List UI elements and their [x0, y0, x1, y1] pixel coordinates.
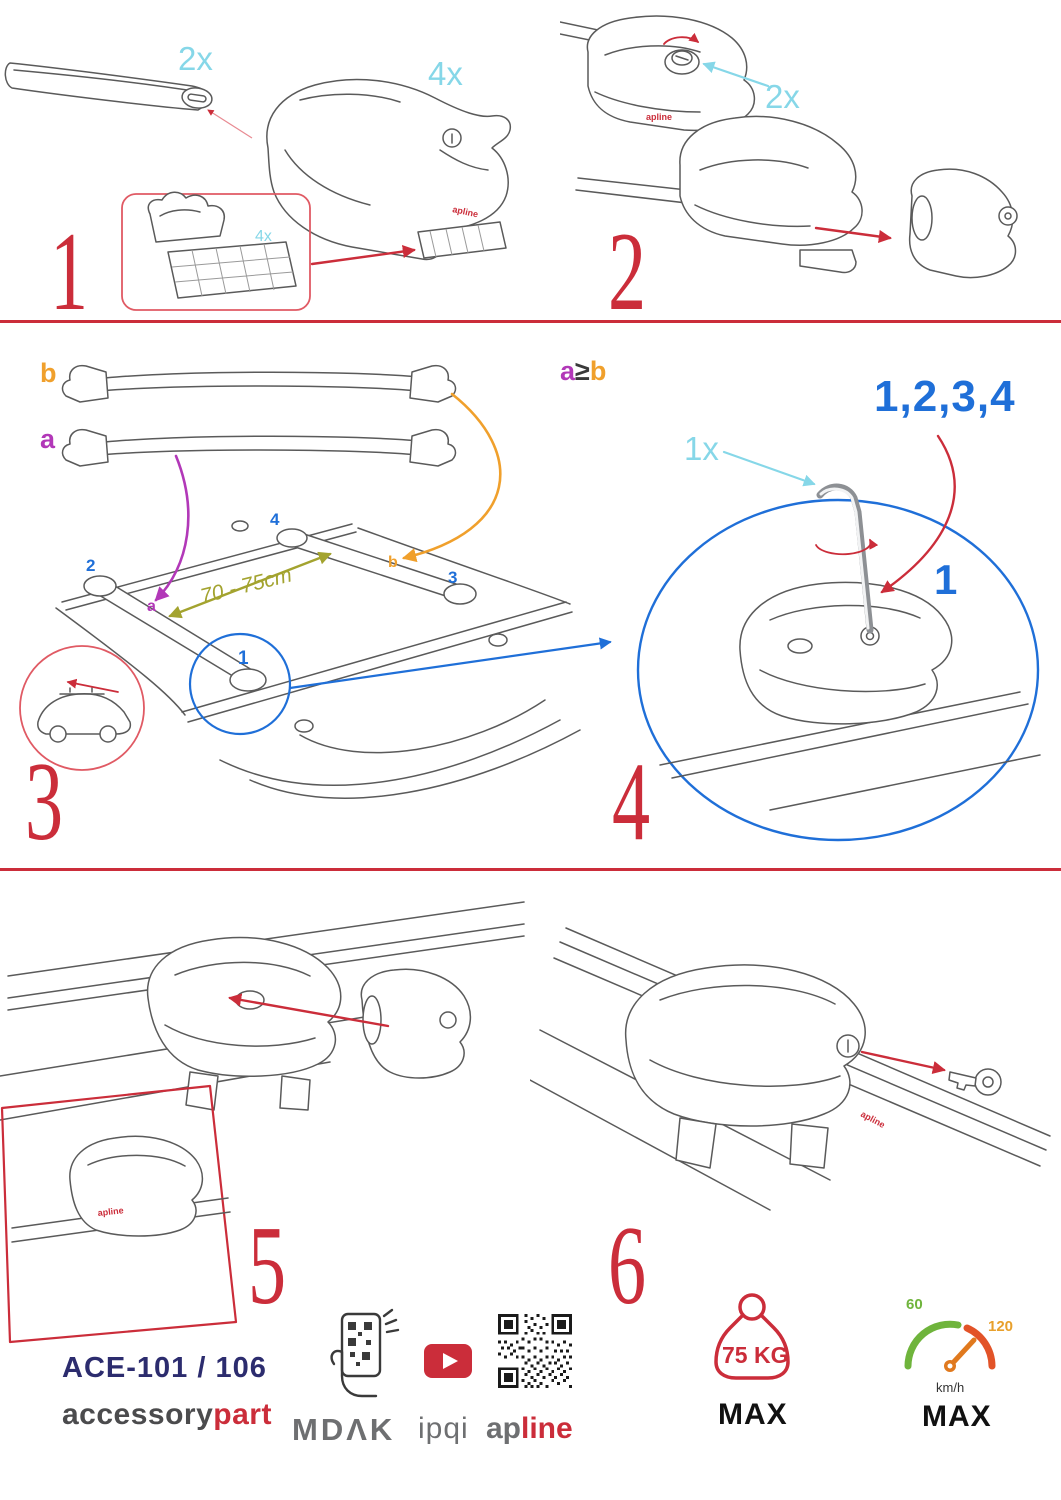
step4-tool-quantity: 1x: [684, 430, 719, 467]
apline-logo: apline: [646, 112, 672, 122]
apline-ap: ap: [486, 1412, 522, 1445]
rule-a: a: [560, 356, 576, 386]
pad-detail-inset: [121, 191, 311, 311]
ipqi-logo: ipqi: [418, 1412, 469, 1445]
step3-bar-a-label: a: [40, 424, 56, 454]
section-divider: [0, 868, 1061, 871]
step6-illustration: apline: [530, 927, 1051, 1211]
step5-illustration: apline: [0, 901, 525, 1344]
rule-b: b: [589, 356, 607, 386]
rule-a-ge-b: a≥b: [560, 356, 606, 387]
step4-number: 4: [612, 740, 651, 864]
step3-bar-b-label: b: [40, 358, 57, 388]
allen-key-illustration: [816, 483, 874, 634]
step4-position-1: 1: [934, 556, 958, 603]
step4-illustration: [636, 434, 1041, 842]
step1-number: 1: [50, 210, 89, 334]
step2-illustration: apline: [560, 15, 1018, 279]
crossbar-illustration: [4, 62, 213, 111]
step3-position-b: b: [388, 554, 398, 571]
step3-number: 3: [25, 740, 64, 864]
apline-line: line: [521, 1412, 573, 1445]
brand-part: part: [213, 1398, 272, 1431]
rule-ge-icon: ≥: [575, 356, 590, 386]
speed-low-label: 60: [906, 1296, 923, 1313]
youtube-icon: [424, 1344, 472, 1378]
brand-accessory: accessory: [62, 1398, 214, 1431]
speed-unit-label: km/h: [936, 1380, 965, 1395]
step3-position-2: 2: [86, 556, 96, 575]
speedometer-icon: [904, 1320, 996, 1372]
foot-illustration: apline: [266, 78, 512, 261]
crossbar-a-illustration: [61, 428, 457, 467]
step1-pad-quantity: 4x: [255, 228, 272, 245]
key-illustration: [948, 1068, 1002, 1096]
mdak-logo: MDΛK: [292, 1412, 396, 1447]
max-weight-label: MAX: [718, 1398, 788, 1431]
max-speed-label: MAX: [922, 1400, 992, 1433]
apline-logo: apline: [859, 1109, 887, 1130]
step2-key-quantity: 2x: [765, 78, 800, 115]
apline-logo: apline: [486, 1412, 573, 1446]
detail-zoom-ellipse: [636, 498, 1040, 842]
qr-code-icon: [498, 1314, 572, 1388]
speed-high-label: 120: [988, 1318, 1014, 1335]
apline-logo: apline: [97, 1205, 124, 1218]
foot-with-key-illustration: apline: [560, 15, 756, 132]
step1-bar-quantity: 2x: [178, 40, 213, 77]
max-weight-value: 75 KG: [722, 1342, 789, 1368]
step2-number: 2: [608, 210, 647, 334]
car-inset: [19, 645, 145, 771]
step5-number: 5: [248, 1204, 287, 1328]
foot-detail-illustration: [659, 581, 1041, 811]
locked-foot-inset: apline: [0, 1084, 238, 1344]
foot-lock-illustration: apline: [624, 964, 887, 1169]
crossbar-b-illustration: [61, 364, 457, 403]
step6-number: 6: [608, 1204, 647, 1328]
step3-position-3: 3: [448, 568, 458, 587]
step3-position-1: 1: [238, 648, 249, 669]
max-weight-icon: [714, 1293, 790, 1380]
step4-tighten-order: 1,2,3,4: [874, 372, 1016, 421]
phone-scan-icon: [330, 1308, 400, 1398]
foot-cover-illustration: [146, 936, 472, 1111]
step3-position-a: a: [147, 598, 156, 615]
step3-illustration: [19, 364, 612, 799]
step3-position-4: 4: [270, 510, 280, 529]
bar-endcap-illustration: [575, 115, 1018, 279]
accessorypart-logo: accessorypart: [62, 1398, 272, 1432]
model-number: ACE-101 / 106: [62, 1352, 267, 1384]
step1-illustration: apline: [4, 62, 512, 311]
car-roof-illustration: [55, 520, 581, 799]
step1-foot-quantity: 4x: [428, 55, 463, 92]
section-divider: [0, 320, 1061, 323]
